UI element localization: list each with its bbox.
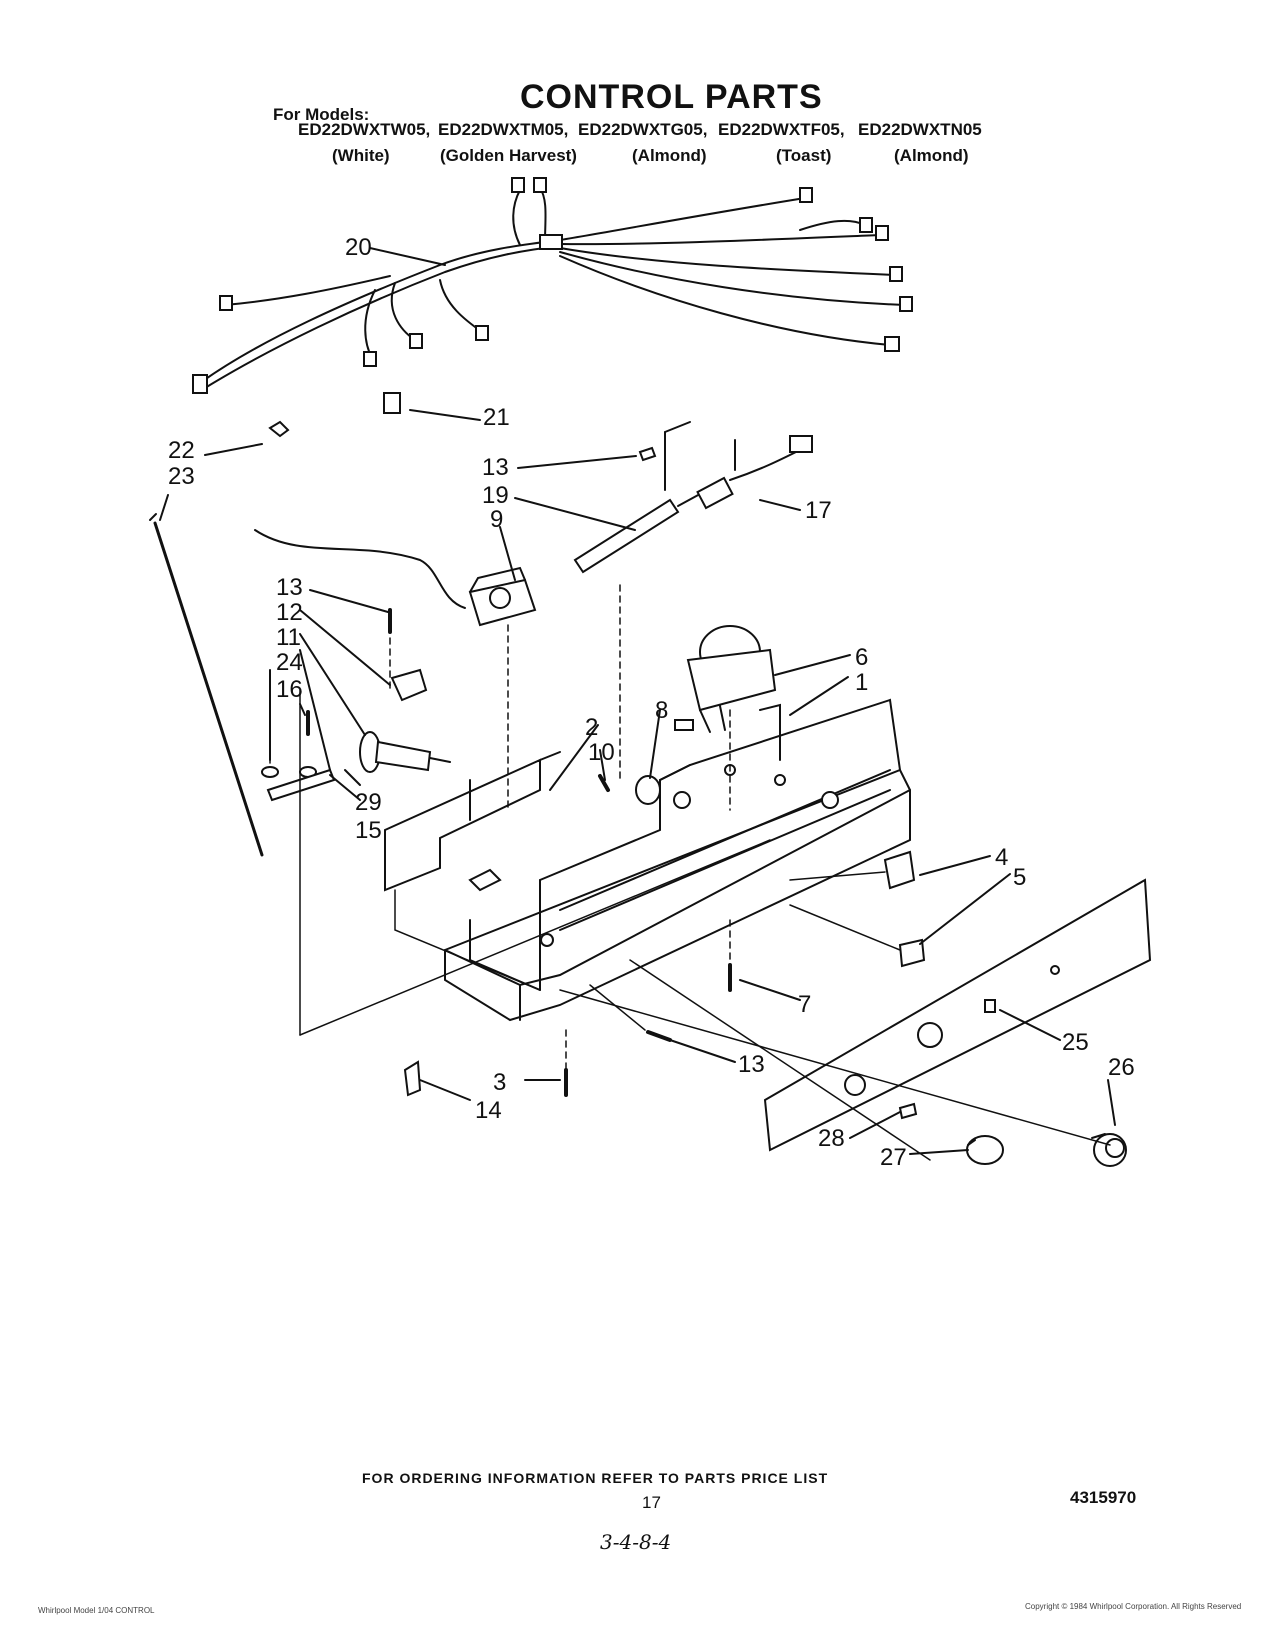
callout-label: 7 [798,991,811,1018]
footer-small-text: Whirlpool Model 1/04 CONTROL [38,1606,155,1615]
callout-label: 17 [805,497,832,524]
callout-label: 14 [475,1097,502,1124]
ordering-info: FOR ORDERING INFORMATION REFER TO PARTS … [362,1470,829,1486]
handwritten-note: 3-4-8-4 [600,1530,672,1554]
callout-label: 29 [355,789,382,816]
rocker-switch [898,938,926,968]
callout-label: 4 [995,844,1008,871]
screw [598,774,610,792]
callout-label: 1 [855,669,868,696]
model-number: ED22DWXTM05, [438,120,569,139]
defrost-timer [686,625,777,733]
control-housing [444,698,911,1022]
callout-label: 20 [345,234,372,261]
document-number: 4315970 [1070,1488,1137,1507]
callout-label: 3 [493,1069,506,1096]
screw [638,446,657,462]
spring [898,1102,918,1120]
grommet [635,775,661,805]
thermistor-sensor [573,421,813,574]
model-number: ED22DWXTG05, [578,120,708,139]
knob [1091,1133,1127,1167]
callout-label: 8 [655,697,668,724]
callout-label: 9 [490,506,503,533]
callout-label: 21 [483,404,510,431]
switch [883,850,916,890]
callout-label: 28 [818,1125,845,1152]
callout-label: 25 [1062,1029,1089,1056]
wire-harness [192,177,913,394]
control-shaft [359,731,451,773]
callout-label: 13 [482,454,509,481]
callout-label: 13 [276,574,303,601]
thermostat-bracket [384,751,561,892]
callout-numbers: 20 21 22 23 13 19 17 9 13 12 11 24 16 29… [168,234,1135,1171]
copyright-text: Copyright © 1984 Whirlpool Corporation. … [1025,1602,1242,1611]
callout-label: 5 [1013,864,1026,891]
callout-label: 26 [1108,1054,1135,1081]
callout-label: 22 [168,437,195,464]
callout-label: 11 [276,624,301,651]
model-color: (Almond) [894,146,969,165]
small-clip [268,420,290,438]
screw [646,1030,672,1042]
page-number: 17 [642,1493,661,1512]
callout-label: 12 [276,599,303,626]
control-rod [153,521,264,857]
callout-label: 6 [855,644,868,671]
model-color: (Toast) [776,146,832,165]
model-color: (White) [332,146,390,165]
model-color: (Golden Harvest) [440,146,577,165]
callout-label: 13 [738,1051,765,1078]
callout-label: 27 [880,1144,907,1171]
callout-label: 16 [276,676,303,703]
page-title: CONTROL PARTS [520,78,823,116]
callout-label: 24 [276,649,303,676]
bracket [390,668,428,702]
washer [261,766,279,778]
wire-clip [383,392,401,414]
model-number: ED22DWXTN05 [858,120,982,139]
model-number: ED22DWXTW05, [298,120,431,139]
callout-label: 10 [588,739,615,766]
knob [966,1135,1004,1165]
for-models-label: For Models: [273,105,370,124]
model-color: (Almond) [632,146,707,165]
callout-label: 15 [355,817,382,844]
control-panel [763,878,1152,1152]
callout-label: 19 [482,482,509,509]
callout-label: 2 [585,714,598,741]
thermostat [254,529,537,627]
clip [403,1060,422,1097]
model-number: ED22DWXTF05, [718,120,845,139]
lever [266,768,336,802]
callout-label: 23 [168,463,195,490]
